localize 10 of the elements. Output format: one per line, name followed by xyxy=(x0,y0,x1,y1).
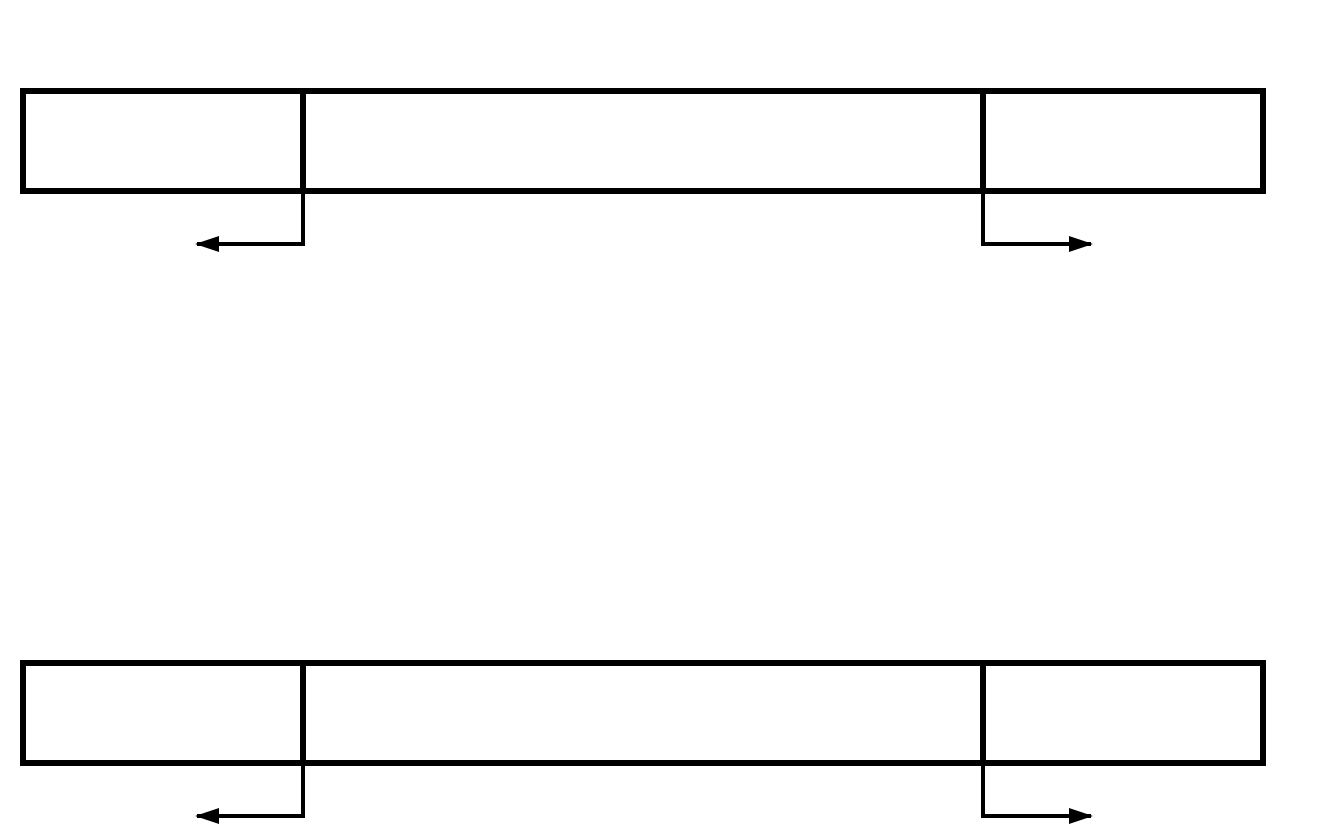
segment-box xyxy=(20,660,306,766)
bent-arrow xyxy=(195,764,305,824)
segment-box xyxy=(300,660,986,766)
segment-box xyxy=(300,88,986,194)
segment-box xyxy=(980,88,1266,194)
bent-arrow xyxy=(195,192,305,252)
segment-box xyxy=(980,660,1266,766)
bent-arrow xyxy=(981,764,1093,824)
segment-box xyxy=(20,88,306,194)
bent-arrow xyxy=(981,192,1093,252)
